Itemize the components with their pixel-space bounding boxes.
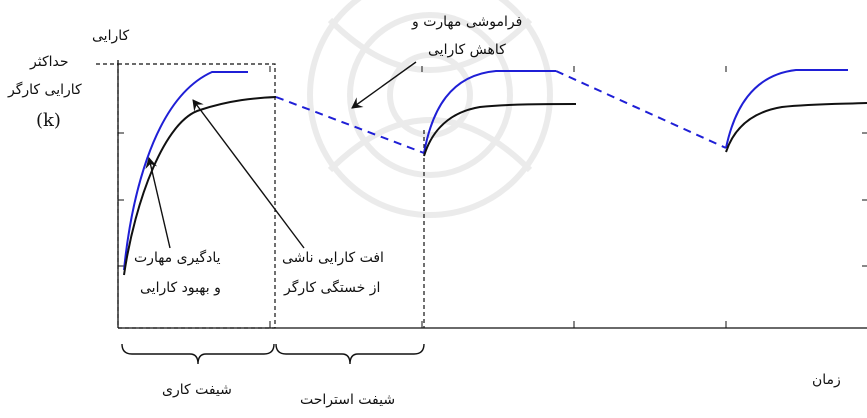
learning-arrow	[145, 157, 171, 249]
max-efficiency-label-1: حداکثر	[30, 54, 69, 70]
work-shift-box	[117, 63, 276, 329]
max-efficiency-label-2: کارایی کارگر	[8, 82, 82, 98]
x-axis-label: زمان	[812, 372, 841, 388]
rest-shift-brace	[275, 343, 425, 365]
y-axis-label: کارایی	[92, 28, 130, 44]
forgetting-arrow	[351, 61, 417, 109]
fatigue-curve-3	[725, 102, 867, 153]
forgetting-line-2	[555, 70, 727, 149]
x-ticks	[269, 66, 727, 328]
forgetting-label-1: فراموشی مهارت و	[412, 14, 523, 30]
work-shift-label: شیفت کاری	[162, 382, 232, 398]
learning-curve-3	[725, 69, 848, 149]
forgetting-line-1	[275, 96, 425, 154]
watermark-ornament	[307, 0, 553, 218]
work-shift-brace	[121, 343, 275, 365]
fatigue-label-1: افت کارایی ناشی	[282, 250, 384, 266]
y-ticks	[118, 132, 867, 267]
learning-curve-1	[123, 71, 248, 271]
fatigue-curve-1	[123, 96, 277, 276]
rest-shift-label: شیفت استراحت	[300, 392, 396, 408]
learning-label-1: یادگیری مهارت	[134, 250, 221, 266]
learning-curve-2	[423, 70, 556, 154]
fatigue-arrow	[192, 99, 305, 249]
fatigue-curve-2	[423, 103, 577, 157]
learning-label-2: و بهبود کارایی	[140, 280, 221, 296]
fatigue-label-2: از خستگی کارگر	[284, 280, 381, 296]
max-efficiency-symbol: (k)	[36, 110, 61, 131]
forgetting-label-2: کاهش کارایی	[428, 42, 506, 58]
